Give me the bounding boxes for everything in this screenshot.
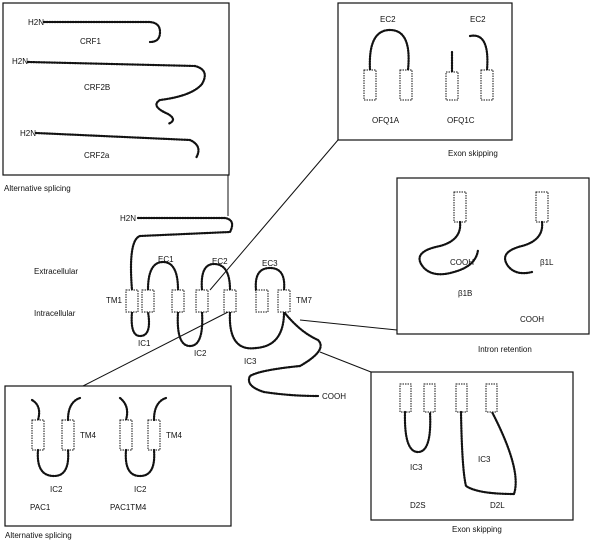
- receptor-cterm: COOH: [322, 392, 346, 401]
- extracellular-label: Extracellular: [34, 267, 78, 276]
- variant-label-beta1b: β1B: [458, 289, 472, 298]
- variant-label-d2s: D2S: [410, 501, 426, 510]
- variant-label-pac1: PAC1: [30, 503, 51, 512]
- ic2-label: IC2: [194, 349, 207, 358]
- panel-bottom-left: TM4 IC2 PAC1 TM4 IC2 PAC1TM4: [5, 386, 231, 526]
- nterm-label-3: H2N: [20, 129, 36, 138]
- ec2-label-b: EC2: [470, 15, 486, 24]
- variant-label-1: CRF1: [80, 37, 101, 46]
- nterm-label-1: H2N: [28, 18, 44, 27]
- intracellular-label: Intracellular: [34, 309, 76, 318]
- receptor-nterm: H2N: [120, 214, 136, 223]
- panel-top-center: EC2 OFQ1A EC2 OFQ1C: [338, 3, 512, 140]
- variant-label-d2l: D2L: [490, 501, 505, 510]
- ic2-label-b: IC2: [134, 485, 147, 494]
- variant-label-3: CRF2a: [84, 151, 110, 160]
- ic2-label-a: IC2: [50, 485, 63, 494]
- ic3-label: IC3: [244, 357, 257, 366]
- variant-label-ofq1c: OFQ1C: [447, 116, 475, 125]
- caption-exon-skipping-bottom: Exon skipping: [452, 525, 502, 534]
- panel-top-left: H2N CRF1 H2N CRF2B H2N CRF2a: [3, 3, 229, 175]
- panel-bottom-right: IC3 D2S IC3 D2L: [371, 372, 573, 520]
- caption-exon-skipping-top: Exon skipping: [448, 149, 498, 158]
- variant-label-ofq1a: OFQ1A: [372, 116, 400, 125]
- caption-alternative-splicing-top: Alternative splicing: [4, 184, 71, 193]
- ec2-label-a: EC2: [380, 15, 396, 24]
- tm1-label: TM1: [106, 296, 123, 305]
- nterm-label-2: H2N: [12, 57, 28, 66]
- ic1-label: IC1: [138, 339, 151, 348]
- cterm-label-b: COOH: [450, 258, 474, 267]
- ic3-label-a: IC3: [410, 463, 423, 472]
- tm4-label-b: TM4: [166, 431, 183, 440]
- caption-intron-retention: Intron retention: [478, 345, 532, 354]
- panel-right: COOH β1B β1L COOH: [397, 178, 589, 334]
- variant-label-pac1tm4: PAC1TM4: [110, 503, 147, 512]
- caption-alternative-splicing-bottom: Alternative splicing: [5, 531, 72, 540]
- tm4-label-a: TM4: [80, 431, 97, 440]
- variant-label-2: CRF2B: [84, 83, 110, 92]
- cterm-label-l: COOH: [520, 315, 544, 324]
- tm7-label: TM7: [296, 296, 313, 305]
- variant-label-beta1l: β1L: [540, 258, 554, 267]
- central-receptor: H2N Extracellular Intracellular TM1 TM7 …: [34, 214, 346, 401]
- ec3-label: EC3: [262, 259, 278, 268]
- ic3-label-b: IC3: [478, 455, 491, 464]
